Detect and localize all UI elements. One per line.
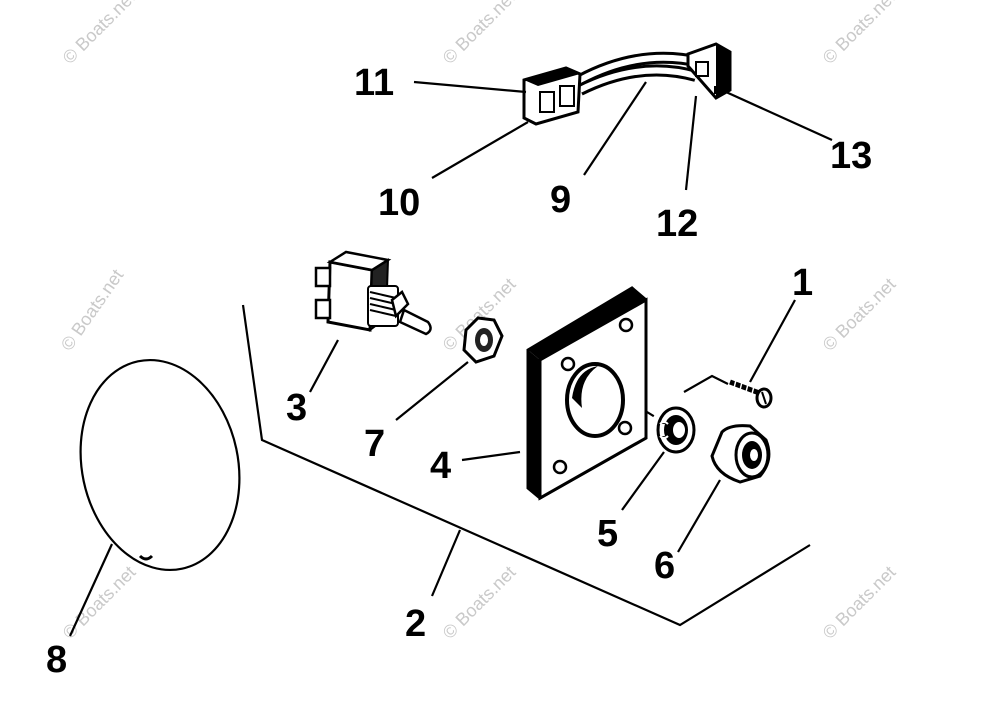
watermark-6: © Boats.net [819,274,900,355]
callout-10: 10 [378,182,420,224]
callout-3: 3 [286,387,307,429]
panel-outline [241,304,811,627]
callout-9: 9 [550,179,571,221]
leader-lines [68,80,833,637]
screw-shape [729,379,773,409]
retaining-ring-shape [79,358,241,572]
watermark-2: © Boats.net [439,0,520,68]
callout-2: 2 [405,603,426,645]
callout-4: 4 [430,445,451,487]
toggle-switch-shape [314,250,432,336]
watermark-1: © Boats.net [59,0,140,68]
watermark-4: © Boats.net [57,266,127,355]
wire-harness-shape [522,42,732,126]
watermark-9: © Boats.net [819,562,900,643]
callout-5: 5 [597,513,618,555]
callout-8: 8 [46,639,67,681]
callout-6: 6 [654,545,675,587]
mounting-plate-shape [526,286,648,501]
hex-nut-shape [462,316,504,364]
nut-shape [656,406,696,454]
callout-13: 13 [830,135,872,177]
callout-1: 1 [792,262,813,304]
callout-12: 12 [656,203,698,245]
watermark-8: © Boats.net [439,562,520,643]
callout-7: 7 [364,423,385,465]
knob-boot-shape [710,424,771,484]
callout-11: 11 [354,62,394,104]
callouts: 11 10 9 12 13 1 3 7 4 5 6 2 8 [46,62,872,681]
watermark-3: © Boats.net [819,0,900,68]
